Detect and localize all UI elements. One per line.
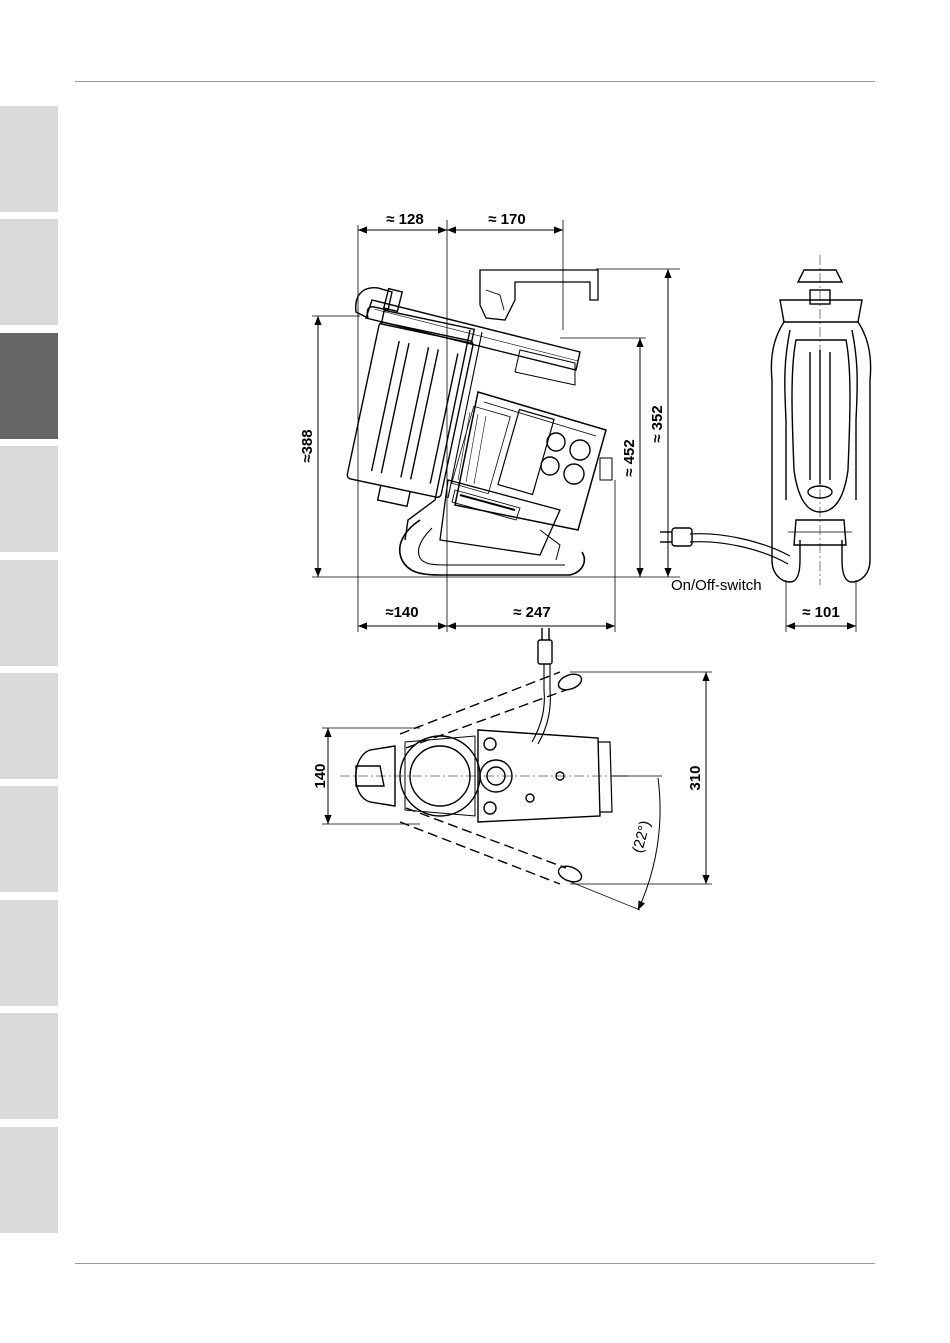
front-view [660,255,871,632]
dim-top-view-length: 310 [687,765,704,790]
dim-handle-angle: (22°) [629,819,654,855]
dim-side-view-width: ≈ 101 [802,604,839,621]
dim-top-view-width: 140 [312,763,329,788]
dim-top-left-width: ≈ 128 [386,211,423,228]
dim-inner-height: ≈ 452 [621,439,638,476]
dim-overall-height: ≈ 352 [649,405,666,442]
dimension-lines-side [318,230,668,626]
dimension-labels-side: ≈ 128 ≈ 170 ≈388 ≈ 452 ≈ 352 ≈140 ≈ 247 [299,211,666,621]
on-off-switch-label: On/Off-switch [671,577,762,594]
dim-left-height: ≈388 [299,429,316,462]
dim-top-right-width: ≈ 170 [488,211,525,228]
side-view [312,220,680,632]
dimension-lines-top [328,672,706,910]
dim-bottom-right-width: ≈ 247 [513,604,550,621]
dim-bottom-left-width: ≈140 [385,604,418,621]
dimension-labels-top: 140 310 (22°) [312,763,704,854]
